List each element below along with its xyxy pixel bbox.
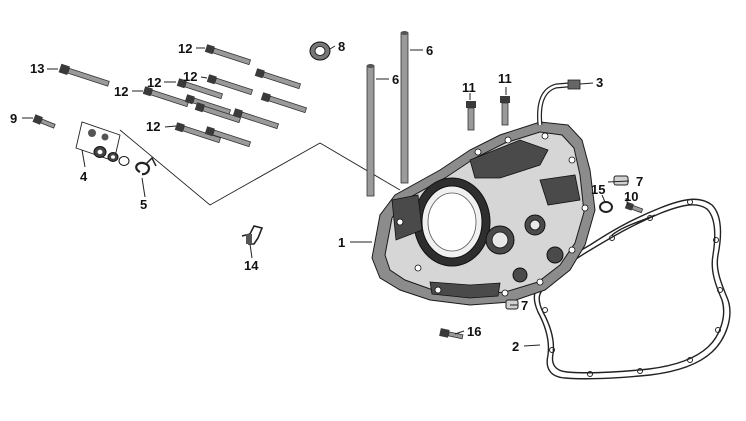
callout-13: 13 [30,61,44,76]
callout-8: 8 [338,39,345,54]
bolt-10 [624,201,644,214]
callout-7-upper: 7 [636,174,643,189]
callout-2: 2 [512,339,519,354]
gasket-fragment [611,214,656,236]
callout-4: 4 [80,169,88,184]
stud-bolt-short [366,64,375,197]
hose-clip [241,225,264,245]
breather-pipe [537,81,581,126]
callout-14: 14 [244,258,259,273]
callout-7-lower: 7 [521,298,528,313]
shift-drum-stopper-assembly [75,121,130,166]
stud-bolt-long [400,31,409,184]
callout-11-right: 11 [498,71,512,86]
callout-12-top: 12 [178,41,192,56]
callout-6-lower: 6 [392,72,399,87]
assembly-guide-line [119,129,401,206]
callout-1: 1 [338,235,345,250]
callout-9: 9 [10,111,17,126]
callout-3: 3 [596,75,603,90]
callout-leaders [22,45,630,347]
callout-5: 5 [140,197,147,212]
bolt-9 [32,114,56,129]
flange-bolt-11a [466,101,476,131]
callout-12-mid-left: 12 [147,75,161,90]
oil-seal [309,41,331,61]
return-spring [135,156,157,176]
callout-10: 10 [624,189,638,204]
callout-11-left: 11 [462,80,476,95]
bolt-16 [439,328,464,340]
bolt-set-12 [142,44,308,148]
bolt-13 [58,63,110,87]
flange-bolt-11b [500,96,510,126]
gasket-outline [533,198,731,380]
callout-numbers: 8 6 12 13 12 12 12 6 11 11 3 9 12 4 5 7 … [10,39,643,354]
crankcase [371,121,596,306]
callout-12-mid: 12 [183,69,197,84]
callout-12-left: 12 [114,84,128,99]
callout-12-bottom: 12 [146,119,160,134]
callout-6-upper: 6 [426,43,433,58]
o-ring [599,201,613,213]
dowel-pin-upper [613,175,629,186]
callout-15: 15 [591,182,605,197]
callout-16: 16 [467,324,481,339]
